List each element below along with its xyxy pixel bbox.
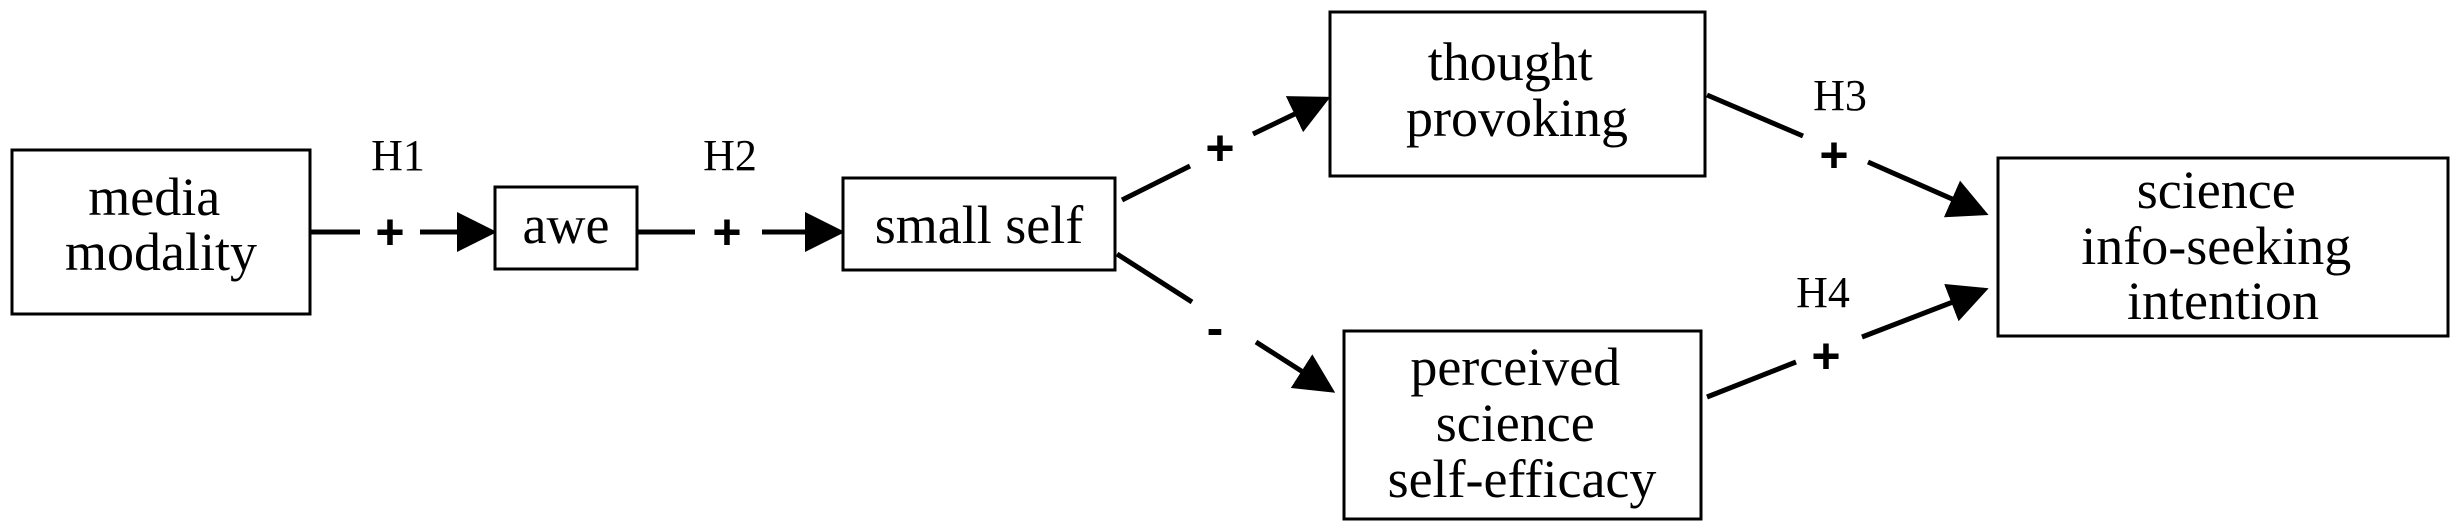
edge-arrow <box>1251 96 1331 137</box>
edge-segment <box>1706 92 1804 139</box>
node-box <box>10 148 312 316</box>
node-thought-provoking: thought provoking <box>1328 10 1707 178</box>
edge-small-self-to-perceived-efficacy: - <box>1115 251 1336 393</box>
edge-sign: + <box>1811 328 1840 384</box>
edge-awe-to-small-self: + H2 <box>638 131 845 260</box>
node-label: awe <box>523 195 610 255</box>
hypothesis-label-h4: H4 <box>1796 268 1850 317</box>
edge-media-to-awe: + H1 <box>310 131 497 260</box>
edge-arrow <box>1254 339 1336 393</box>
edge-perceived-efficacy-to-intention: + H4 <box>1706 268 1989 400</box>
hypothesis-label-h1: H1 <box>371 131 425 180</box>
node-box <box>1328 10 1707 178</box>
edge-arrow <box>1861 283 1989 340</box>
node-awe: awe <box>493 185 639 271</box>
node-box <box>1996 156 2450 338</box>
edge-sign: + <box>375 204 404 260</box>
edge-segment <box>1115 251 1194 305</box>
edge-segment <box>1120 163 1192 203</box>
hypothesis-label-h2: H2 <box>703 131 757 180</box>
node-label: science info-seeking intention <box>2081 160 2364 331</box>
edge-thought-provoking-to-intention: + H3 <box>1706 71 1989 218</box>
edge-sign: - <box>1207 300 1224 356</box>
node-box <box>1342 329 1703 521</box>
edge-arrow <box>1866 159 1989 218</box>
node-box <box>841 176 1117 272</box>
node-science-info-seeking-intention: science info-seeking intention <box>1996 156 2450 338</box>
node-perceived-science-self-efficacy: perceived science self-efficacy <box>1342 329 1703 521</box>
node-media-modality: media modality <box>10 148 312 316</box>
edge-small-self-to-thought-provoking: + <box>1120 96 1331 203</box>
node-label: media modality <box>65 167 257 282</box>
edge-sign: + <box>712 204 741 260</box>
hypothesis-label-h3: H3 <box>1813 71 1867 120</box>
node-label: thought provoking <box>1406 32 1628 148</box>
node-small-self: small self <box>841 176 1117 272</box>
edge-sign: + <box>1819 127 1848 183</box>
node-label: small self <box>875 195 1083 255</box>
node-label: perceived science self-efficacy <box>1388 337 1657 509</box>
edge-sign: + <box>1205 120 1234 176</box>
edge-segment <box>1706 359 1797 400</box>
node-box <box>493 185 639 271</box>
